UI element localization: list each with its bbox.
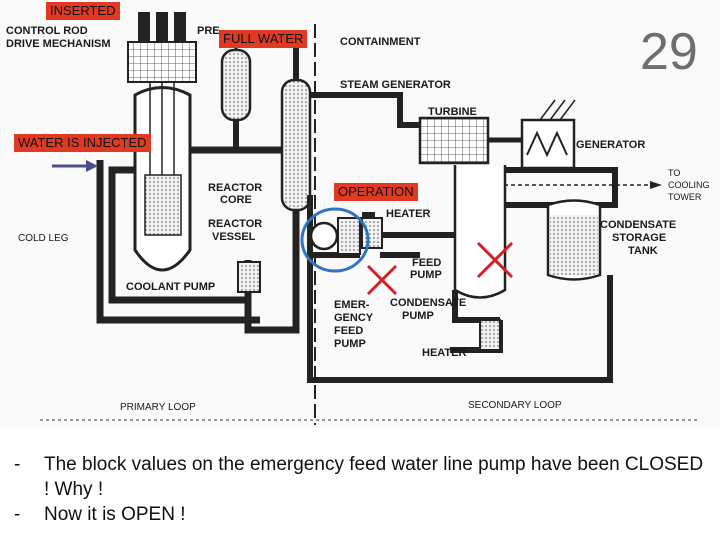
label-turbine: TURBINE (428, 106, 477, 118)
label-emergency-2: GENCY (334, 312, 374, 324)
label-steam-generator: STEAM GENERATOR (340, 79, 451, 91)
label-condensate-pump-2: PUMP (402, 310, 434, 322)
condensate-storage-tank (546, 199, 602, 281)
coolant-pump (237, 261, 261, 293)
label-reactor-core-1: REACTOR (208, 182, 262, 194)
label-reactor-vessel-1: REACTOR (208, 218, 262, 230)
turbine (310, 92, 490, 165)
injection-arrow (52, 160, 98, 172)
note-item: - Now it is OPEN ! (14, 502, 704, 527)
label-heater-top: HEATER (386, 208, 430, 220)
note-item: - The block values on the emergency feed… (14, 452, 704, 502)
label-feed-pump-2: PUMP (410, 269, 442, 281)
control-rod-drive (127, 12, 197, 83)
label-reactor-vessel-2: VESSEL (212, 231, 256, 243)
label-control-rod: CONTROL ROD (6, 25, 88, 37)
label-pre: PRE (197, 25, 220, 37)
label-coolant-pump: COOLANT PUMP (126, 281, 215, 293)
containment-wall (40, 24, 700, 425)
note-text: Now it is OPEN ! (44, 504, 186, 525)
emergency-pump-highlight-circle (300, 207, 370, 273)
label-secondary-loop: SECONDARY LOOP (468, 400, 562, 411)
label-cold-leg: COLD LEG (18, 233, 69, 244)
label-condensate-storage-1: CONDENSATE (600, 219, 676, 231)
label-emergency-4: PUMP (334, 338, 366, 350)
label-heater-bottom: HEATER (422, 347, 466, 359)
label-tower: TOWER (668, 192, 702, 202)
annotation-full-water: FULL WATER (219, 30, 308, 48)
note-text: The block values on the emergency feed w… (44, 454, 704, 500)
primary-loop-piping (96, 146, 300, 334)
closed-valve-cross-right (476, 241, 514, 279)
reactor-vessel (133, 82, 192, 272)
label-condensate-storage-2: STORAGE (612, 232, 666, 244)
label-emergency-1: EMER- (334, 299, 370, 311)
closed-valve-cross-left (366, 264, 398, 296)
emergency-feed-pump (309, 217, 361, 255)
annotation-water-injected: WATER IS INJECTED (14, 134, 151, 152)
slide-number: 29 (640, 23, 698, 81)
label-to: TO (668, 168, 680, 178)
label-cooling: COOLING (668, 180, 710, 190)
label-feed-pump-1: FEED (412, 257, 441, 269)
notes-list: - The block values on the emergency feed… (14, 452, 704, 527)
bullet-dash: - (14, 454, 21, 475)
label-drive-mechanism-text: DRIVE MECHANISM (6, 38, 111, 50)
label-generator: GENERATOR (576, 139, 645, 151)
label-condensate-pump-1: CONDENSATE (390, 297, 466, 309)
annotation-operation: OPERATION (334, 183, 418, 201)
label-primary-loop: PRIMARY LOOP (120, 402, 196, 413)
component-labels: CONTROL ROD DRIVE MECHANISM PRE CONTAINM… (6, 25, 710, 413)
label-containment: CONTAINMENT (340, 36, 421, 48)
annotation-inserted: INSERTED (46, 2, 120, 20)
label-reactor-core-2: CORE (220, 194, 252, 206)
label-emergency-3: FEED (334, 325, 363, 337)
label-condensate-storage-3: TANK (628, 245, 658, 257)
bullet-dash: - (14, 504, 21, 525)
